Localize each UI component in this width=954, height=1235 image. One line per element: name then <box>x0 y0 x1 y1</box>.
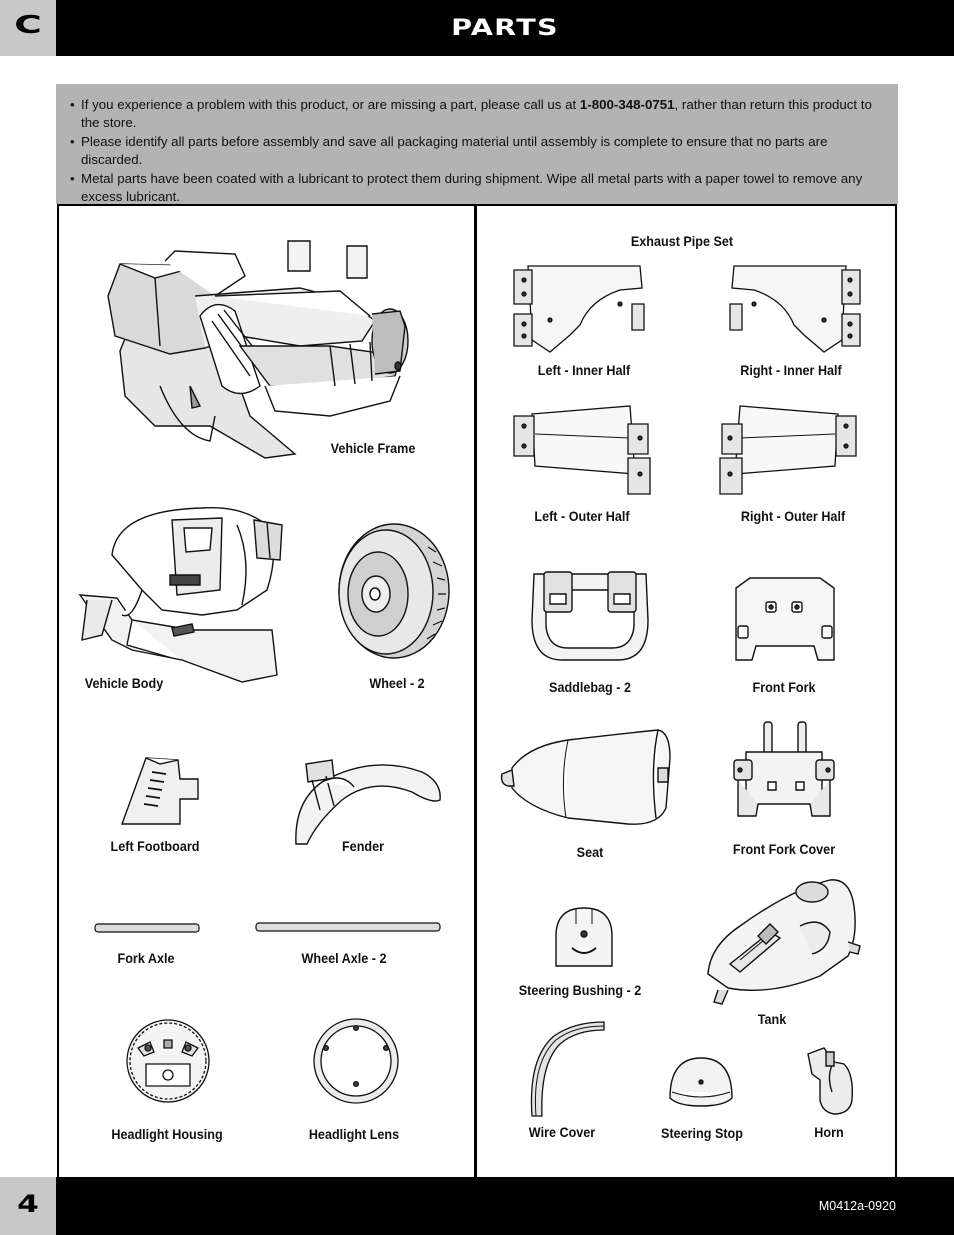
exhaust-pipe-set-label: Exhaust Pipe Set <box>630 233 734 249</box>
horn-label: Horn <box>814 1124 844 1140</box>
page-number: 4 <box>17 1190 39 1218</box>
headlight-housing-label: Headlight Housing <box>111 1126 223 1142</box>
note-item: • If you experience a problem with this p… <box>70 96 884 131</box>
right-inner-half-illustration <box>724 260 864 354</box>
fender-label: Fender <box>341 838 385 854</box>
horn-illustration <box>804 1044 856 1118</box>
headlight-lens-illustration <box>312 1018 400 1104</box>
header-bar <box>56 0 954 56</box>
fender-illustration <box>292 752 442 848</box>
seat-label: Seat <box>576 844 604 860</box>
left-footboard-label: Left Footboard <box>110 838 200 854</box>
tank-label: Tank <box>757 1011 787 1027</box>
phone-number: 1-800-348-0751 <box>579 97 675 112</box>
vehicle-body-label: Vehicle Body <box>84 675 164 691</box>
wire-cover-label: Wire Cover <box>528 1124 596 1140</box>
left-footboard-illustration <box>118 754 202 828</box>
front-fork-cover-illustration <box>728 720 840 824</box>
parts-frame <box>57 204 897 1179</box>
footer-bar <box>56 1177 954 1235</box>
tank-illustration <box>700 876 866 1008</box>
headlight-lens-label: Headlight Lens <box>308 1126 400 1142</box>
left-outer-half-illustration <box>510 404 652 498</box>
note-text-end: , rather than return this product to the… <box>81 97 872 130</box>
fork-axle-label: Fork Axle <box>117 950 175 966</box>
steering-bushing-illustration <box>552 904 616 970</box>
section-letter: C <box>14 10 42 39</box>
right-inner-half-label: Right - Inner Half <box>740 362 842 378</box>
vehicle-body-illustration <box>72 500 292 686</box>
footer-tab <box>0 1177 56 1235</box>
right-outer-half-illustration <box>718 404 860 498</box>
vehicle-frame-label: Vehicle Frame <box>330 440 416 456</box>
vehicle-frame-illustration <box>100 236 416 462</box>
right-outer-half-label: Right - Outer Half <box>740 508 846 524</box>
wheel-axle-illustration <box>255 921 441 933</box>
notes-box: • If you experience a problem with this p… <box>56 84 898 204</box>
note-item: • Please identify all parts before assemb… <box>70 133 884 168</box>
left-outer-half-label: Left - Outer Half <box>534 508 630 524</box>
headlight-housing-illustration <box>124 1018 212 1104</box>
front-fork-illustration <box>730 574 840 664</box>
wire-cover-illustration <box>524 1018 608 1120</box>
steering-stop-label: Steering Stop <box>661 1125 743 1141</box>
page-title: PARTS <box>451 16 559 41</box>
left-inner-half-label: Left - Inner Half <box>537 362 631 378</box>
wheel-axle-label: Wheel Axle - 2 <box>301 950 387 966</box>
note-text: Metal parts have been coated with a lubr… <box>81 171 863 204</box>
bullet-icon: • <box>70 134 75 149</box>
saddlebag-illustration <box>528 570 652 664</box>
seat-illustration <box>498 728 674 828</box>
steering-stop-illustration <box>666 1054 736 1110</box>
section-tab <box>0 0 56 56</box>
bullet-icon: • <box>70 97 75 112</box>
front-fork-label: Front Fork <box>752 679 816 695</box>
note-item: • Metal parts have been coated with a lub… <box>70 170 884 205</box>
wheel-label: Wheel - 2 <box>369 675 425 691</box>
steering-bushing-label: Steering Bushing - 2 <box>518 982 642 998</box>
column-divider <box>474 204 477 1179</box>
bullet-icon: • <box>70 171 75 186</box>
front-fork-cover-label: Front Fork Cover <box>732 841 836 857</box>
document-code: M0412a-0920 <box>818 1199 896 1213</box>
fork-axle-illustration <box>94 922 200 934</box>
wheel-illustration <box>336 522 450 660</box>
note-text: Please identify all parts before assembl… <box>81 134 828 167</box>
left-inner-half-illustration <box>510 260 650 354</box>
note-text: If you experience a problem with this pr… <box>81 97 580 112</box>
saddlebag-label: Saddlebag - 2 <box>549 679 631 695</box>
